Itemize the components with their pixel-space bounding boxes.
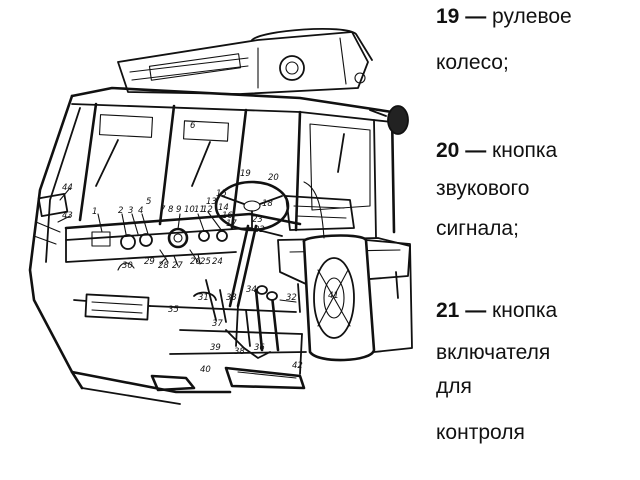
legend-item-21-line-3: для xyxy=(436,374,472,400)
callout-23: 23 xyxy=(252,215,263,225)
callout-35: 35 xyxy=(168,305,179,315)
callout-10: 10 xyxy=(184,205,195,215)
legend-item-20-line-2: звукового xyxy=(436,176,529,202)
callout-14: 14 xyxy=(218,203,229,213)
callout-25: 25 xyxy=(200,257,211,267)
callout-20: 20 xyxy=(268,173,279,183)
legend-item-text: рулевое xyxy=(492,5,572,28)
legend-item-number: 21 — xyxy=(436,299,487,322)
callout-6: 6 xyxy=(190,121,196,131)
leader-lines xyxy=(57,187,223,267)
callout-28: 28 xyxy=(158,261,169,271)
legend-item-20-line-1: 20 — кнопка xyxy=(436,138,557,164)
callout-42: 42 xyxy=(292,361,303,371)
legend-item-text: включателя xyxy=(436,341,551,364)
callout-22: 22 xyxy=(254,225,265,235)
legend-item-text: для xyxy=(436,375,472,398)
callout-44: 44 xyxy=(62,183,73,193)
callout-15: 15 xyxy=(216,189,227,199)
callout-1: 1 xyxy=(92,207,97,217)
legend-item-text: звукового xyxy=(436,177,530,200)
callout-33: 33 xyxy=(226,293,237,303)
legend-item-text: кнопка xyxy=(492,299,558,322)
callout-3: 3 xyxy=(128,206,133,216)
floor-frame xyxy=(70,293,307,405)
callout-26: 26 xyxy=(190,257,201,267)
callout-19: 19 xyxy=(240,169,251,179)
callout-16: 16 xyxy=(222,211,233,221)
callout-43: 43 xyxy=(62,211,73,221)
callout-29: 29 xyxy=(144,257,155,267)
legend-item-number: 19 — xyxy=(436,5,487,28)
callout-24: 24 xyxy=(212,257,223,267)
callout-13: 13 xyxy=(206,197,217,207)
legend-item-text: колесо; xyxy=(436,51,509,74)
callout-36: 36 xyxy=(254,343,265,353)
callout-11: 11 xyxy=(194,205,205,215)
callout-9: 9 xyxy=(176,205,181,215)
callout-2: 2 xyxy=(118,206,123,216)
callout-34: 34 xyxy=(246,285,257,295)
legend-item-number: 20 — xyxy=(436,139,487,162)
cab-frame xyxy=(28,86,409,390)
legend-item-19-line-1: 19 — рулевое xyxy=(436,4,572,30)
legend-item-19-line-2: колесо; xyxy=(436,50,509,76)
callout-40: 40 xyxy=(200,365,211,375)
callout-31: 31 xyxy=(198,293,209,303)
callout-30: 30 xyxy=(122,261,133,271)
legend-item-21-line-4: контроля xyxy=(436,420,525,446)
callout-17: 17 xyxy=(226,219,237,229)
callout-5: 5 xyxy=(146,197,151,207)
roof-ventilation-unit xyxy=(117,27,373,95)
legend-item-text: сигнала; xyxy=(436,217,519,240)
wheel-housing xyxy=(302,234,413,362)
callout-18: 18 xyxy=(262,199,273,209)
dashboard xyxy=(33,192,302,263)
callout-38: 38 xyxy=(234,347,245,357)
callout-32: 32 xyxy=(286,293,297,303)
callout-4: 4 xyxy=(138,206,143,216)
callout-39: 39 xyxy=(210,343,221,353)
legend-item-text: кнопка xyxy=(492,139,558,162)
callout-12: 12 xyxy=(202,205,213,215)
legend-item-21-line-2: включателя xyxy=(436,340,550,366)
legend-item-20-line-3: сигнала; xyxy=(436,216,519,242)
legend-item-text: контроля xyxy=(436,421,525,444)
legend-item-21-line-1: 21 — кнопка xyxy=(436,298,557,324)
callout-37: 37 xyxy=(212,319,223,329)
callout-41: 41 xyxy=(328,291,339,301)
callout-8: 8 xyxy=(168,205,174,215)
legend-text: 19 — рулевое колесо; 20 — кнопка звукового с… xyxy=(436,0,640,480)
callout-7: 7 xyxy=(160,205,166,215)
